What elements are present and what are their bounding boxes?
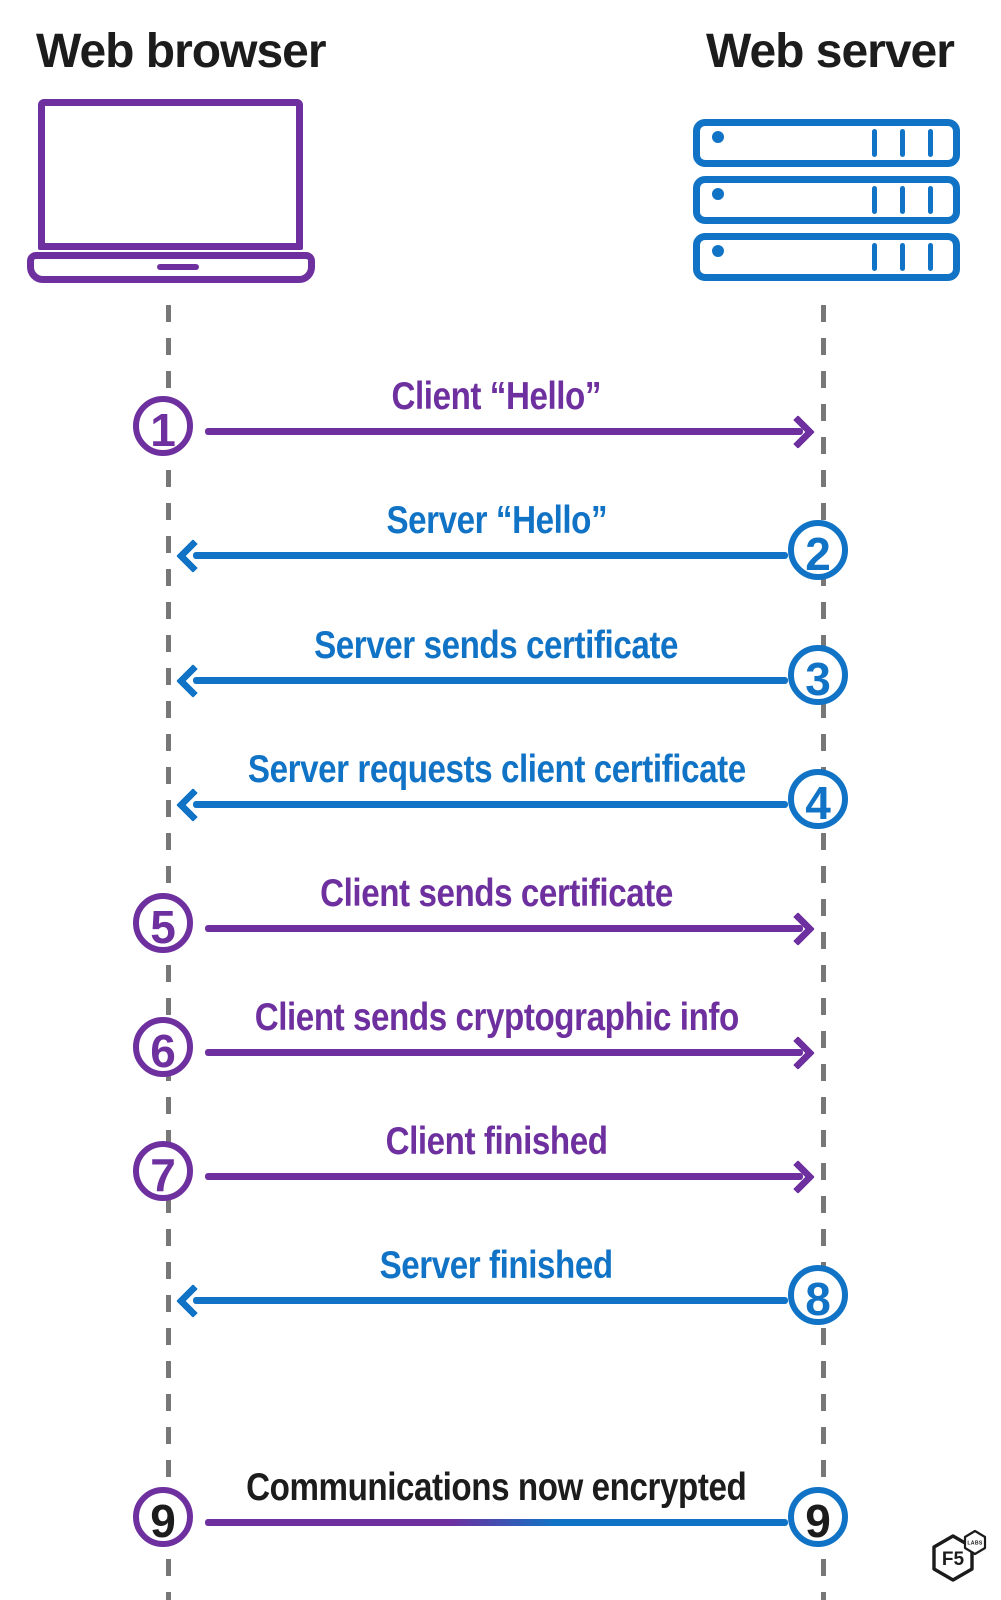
client-actor-title: Web browser <box>36 25 327 78</box>
laptop-icon <box>27 99 317 284</box>
message-label: Client “Hello” <box>391 375 602 418</box>
message-label: Communications now encrypted <box>246 1466 747 1509</box>
laptop-base <box>27 252 315 283</box>
message-label: Client finished <box>385 1120 608 1163</box>
message-label: Server sends certificate <box>314 624 679 667</box>
message-label: Server requests client certificate <box>247 748 746 791</box>
arrow-line <box>193 677 788 684</box>
message-label: Client sends cryptographic info <box>254 996 739 1039</box>
server-unit <box>693 176 960 224</box>
arrowhead-right-icon <box>781 415 815 449</box>
arrowhead-left-icon <box>176 1284 210 1318</box>
arrowhead-right-icon <box>781 912 815 946</box>
arrow-line <box>205 925 803 932</box>
arrowhead-left-icon <box>176 664 210 698</box>
step-badge: 3 <box>788 645 848 705</box>
message-label: Client sends certificate <box>320 872 673 915</box>
step-badge: 2 <box>788 520 848 580</box>
arrowhead-left-icon <box>176 788 210 822</box>
step-badge: 9 <box>788 1487 848 1547</box>
arrowhead-left-icon <box>176 539 210 573</box>
laptop-notch <box>157 264 199 270</box>
arrow-line <box>205 428 803 435</box>
step-badge: 6 <box>133 1017 193 1077</box>
server-unit <box>693 119 960 167</box>
f5-labs-logo: F5 LABS <box>932 1529 987 1582</box>
lifeline-server <box>821 305 826 1600</box>
encrypted-link-line <box>205 1519 788 1526</box>
laptop-screen <box>38 99 303 250</box>
svg-text:LABS: LABS <box>967 1541 983 1547</box>
arrowhead-right-icon <box>781 1036 815 1070</box>
server-actor-title: Web server <box>706 25 955 78</box>
server-led-icon <box>712 245 724 257</box>
step-badge: 1 <box>133 396 193 456</box>
server-rack-icon <box>693 119 960 281</box>
arrow-line <box>205 1049 803 1056</box>
step-badge: 5 <box>133 893 193 953</box>
message-label: Server finished <box>379 1244 614 1287</box>
arrow-line <box>193 801 788 808</box>
step-badge: 7 <box>133 1141 193 1201</box>
step-badge: 4 <box>788 769 848 829</box>
arrow-line <box>193 552 788 559</box>
svg-text:F5: F5 <box>942 1549 965 1570</box>
arrow-line <box>205 1173 803 1180</box>
server-led-icon <box>712 188 724 200</box>
server-unit <box>693 233 960 281</box>
step-badge: 8 <box>788 1265 848 1325</box>
server-led-icon <box>712 131 724 143</box>
arrow-line <box>193 1297 788 1304</box>
arrowhead-right-icon <box>781 1160 815 1194</box>
message-label: Server “Hello” <box>386 499 607 542</box>
step-badge: 9 <box>133 1487 193 1547</box>
